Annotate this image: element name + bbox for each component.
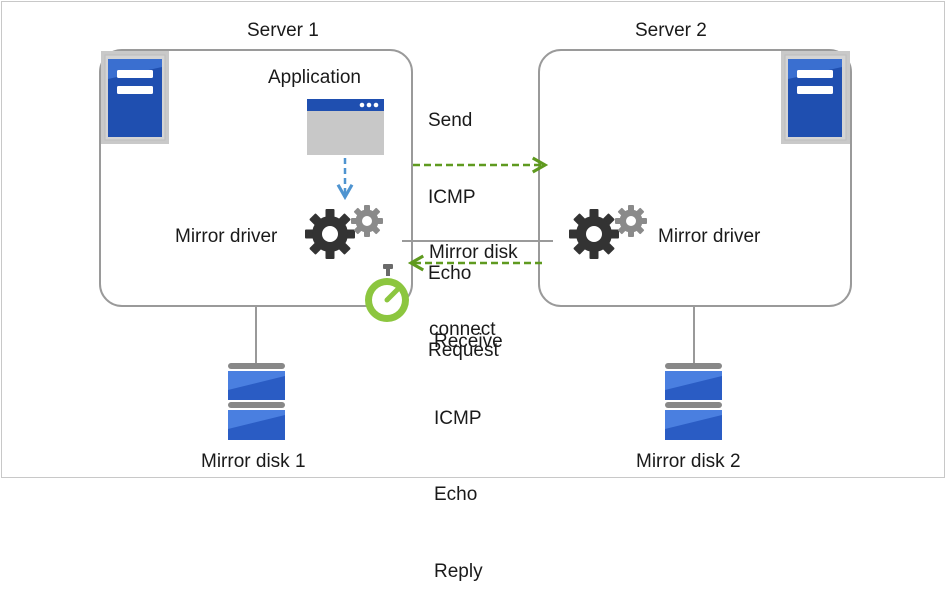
disk1-label: Mirror disk 1 xyxy=(201,451,306,472)
receive-reply-label: Receive ICMP Echo Reply xyxy=(434,278,503,610)
disk-icon xyxy=(228,363,285,440)
send-line: ICMP xyxy=(428,186,476,208)
server1-driver-label: Mirror driver xyxy=(175,226,278,247)
stopwatch-icon xyxy=(365,264,409,322)
server-icon xyxy=(781,51,850,144)
diagram-frame xyxy=(1,1,945,478)
receive-line: Reply xyxy=(434,560,483,582)
send-request-label: Send ICMP Echo Request xyxy=(428,57,499,389)
receive-line: ICMP xyxy=(434,407,482,429)
server2-driver-label: Mirror driver xyxy=(658,226,761,247)
server2-title: Server 2 xyxy=(635,20,707,41)
send-line: Send xyxy=(428,110,473,131)
disk-icon xyxy=(665,363,722,440)
gear-icon xyxy=(569,205,647,259)
diagram-canvas xyxy=(99,49,852,440)
receive-line: Receive xyxy=(434,331,503,352)
send-line: Request xyxy=(428,339,499,361)
receive-line: Echo xyxy=(434,484,478,505)
disk2-label: Mirror disk 2 xyxy=(636,451,741,472)
gear-icon xyxy=(305,205,383,259)
send-line: Echo xyxy=(428,263,472,284)
server1-title: Server 1 xyxy=(247,20,319,41)
mirror-connect-label: Mirror disk connect xyxy=(429,189,518,368)
connect-line: connect xyxy=(429,318,496,340)
connect-line: Mirror disk xyxy=(429,242,518,263)
server2-box xyxy=(538,49,852,307)
server-icon xyxy=(101,51,169,144)
application-label: Application xyxy=(268,67,361,88)
application-window-icon xyxy=(307,99,384,155)
